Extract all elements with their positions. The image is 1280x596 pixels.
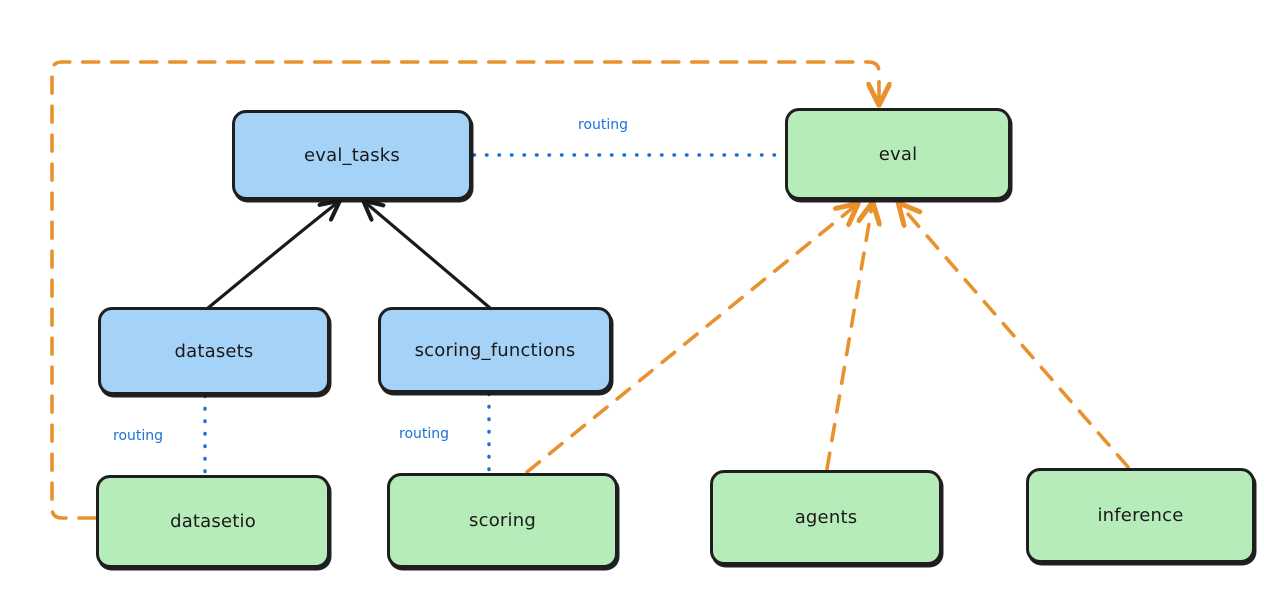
node-inference[interactable]: inference <box>1026 468 1255 563</box>
edge-label-routing-datasets-datasetio: routing <box>113 428 164 444</box>
edge-provider-scoring-to-eval <box>525 206 855 474</box>
edge-label-routing-scoring_fns-scoring: routing <box>399 426 450 442</box>
edge-datasets-to-eval-tasks <box>206 203 337 310</box>
node-eval[interactable]: eval <box>785 108 1011 200</box>
node-label-scoring: scoring <box>469 510 536 531</box>
node-eval_tasks[interactable]: eval_tasks <box>232 110 472 200</box>
node-datasetio[interactable]: datasetio <box>96 475 330 568</box>
node-datasets[interactable]: datasets <box>98 307 330 395</box>
node-agents[interactable]: agents <box>710 470 942 565</box>
edge-provider-inference-to-eval <box>901 206 1130 469</box>
node-label-datasetio: datasetio <box>170 511 256 532</box>
node-label-eval: eval <box>878 143 918 165</box>
node-label-datasets: datasets <box>174 340 254 362</box>
node-label-agents: agents <box>794 507 858 528</box>
node-label-inference: inference <box>1097 505 1184 526</box>
node-scoring[interactable]: scoring <box>387 473 618 568</box>
edge-label-routing-eval_tasks-eval: routing <box>578 117 629 133</box>
edge-scoring-functions-to-eval-tasks <box>366 203 492 310</box>
edge-provider-agents-to-eval <box>825 206 872 471</box>
node-label-scoring_functions: scoring_functions <box>414 339 576 361</box>
node-scoring_functions[interactable]: scoring_functions <box>378 307 612 393</box>
node-label-eval_tasks: eval_tasks <box>303 144 401 166</box>
edge-provider-datasetio-to-eval <box>50 60 879 520</box>
